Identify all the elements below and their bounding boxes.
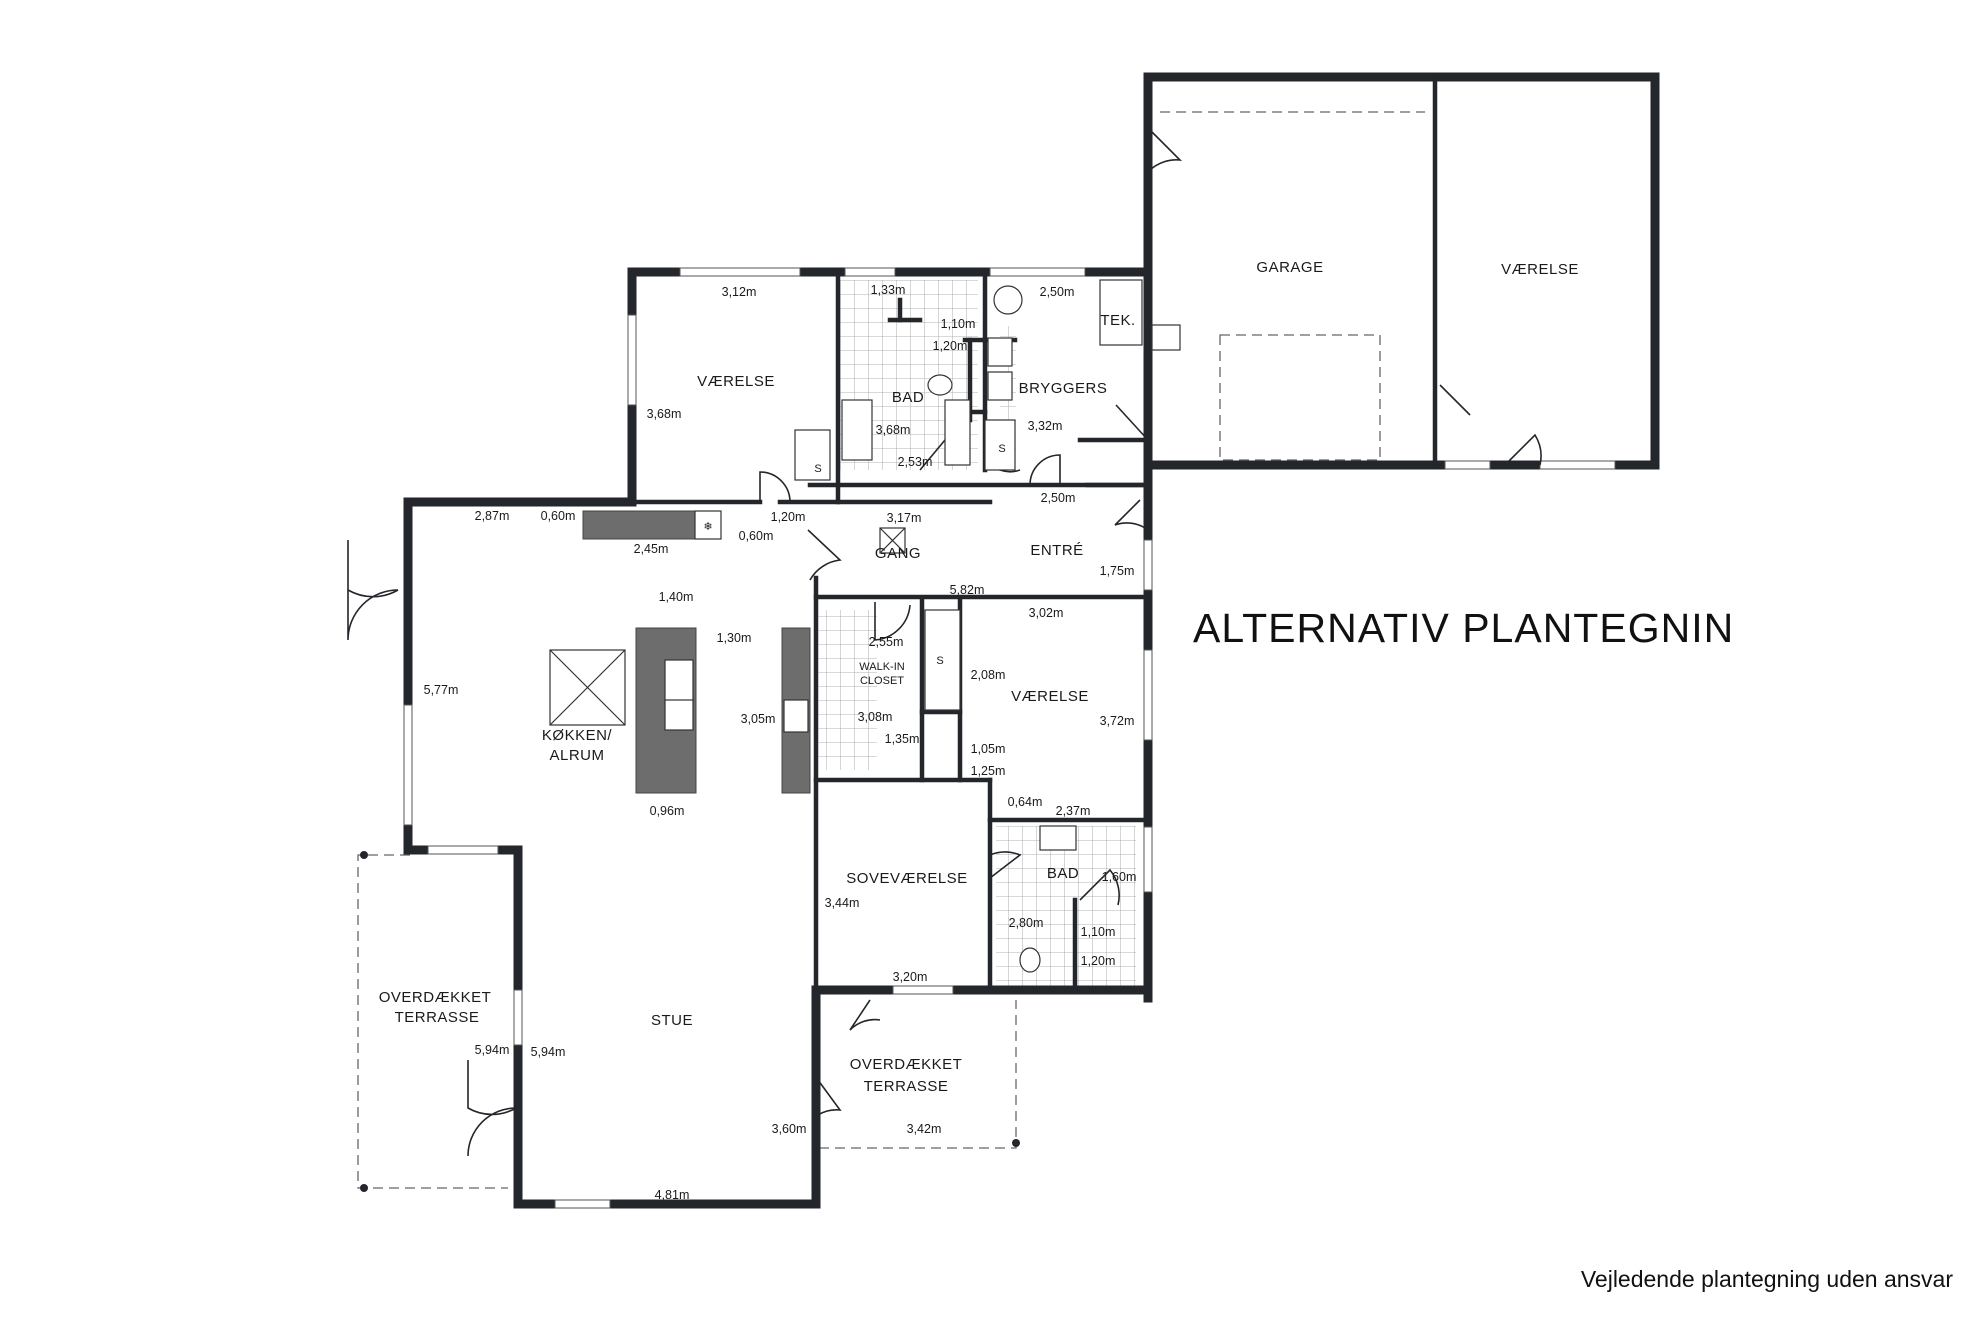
dim-label: 1,20m	[933, 339, 968, 353]
dim-label: 2,50m	[1041, 491, 1076, 505]
dim-label: 1,10m	[1081, 925, 1116, 939]
room-gang-label: GANG	[875, 545, 921, 562]
dim-label: 1,20m	[771, 510, 806, 524]
room-walkin-label-2: CLOSET	[860, 675, 904, 687]
kitchen-fittings: ❄	[549, 510, 906, 794]
room-walkin-label-1: WALK-IN	[859, 661, 904, 673]
storage-s-label-1: S	[814, 463, 821, 475]
disclaimer-text: Vejledende plantegning uden ansvar	[1580, 1266, 1953, 1292]
dim-label: 0,64m	[1008, 795, 1043, 809]
room-kokken-label-2: ALRUM	[549, 747, 604, 764]
dim-label: 1,40m	[659, 590, 694, 604]
room-stue-label: STUE	[651, 1012, 693, 1029]
dim-label: 1,60m	[1102, 870, 1137, 884]
dim-label: 1,33m	[871, 283, 906, 297]
dim-label: 2,53m	[898, 455, 933, 469]
dim-label: 2,08m	[971, 668, 1006, 682]
bathroom-fittings	[794, 279, 1181, 973]
dim-label: 2,45m	[634, 542, 669, 556]
dim-label: 3,72m	[1100, 714, 1135, 728]
doors	[347, 129, 1542, 1157]
room-sovevaerelse-label: SOVEVÆRELSE	[846, 870, 967, 887]
room-bad-north-label: BAD	[892, 389, 924, 406]
storage-s-label-2: S	[998, 443, 1005, 455]
dim-label: 3,60m	[772, 1122, 807, 1136]
room-terrasse-south-label-2: TERRASSE	[864, 1078, 949, 1095]
dimension-labels: 3,12m 3,68m 1,33m 1,10m 1,20m 3,68m 2,53…	[424, 283, 1137, 1202]
windows	[403, 267, 1616, 1209]
dim-label: 3,42m	[907, 1122, 942, 1136]
dim-label: 2,87m	[475, 509, 510, 523]
dim-label: 3,08m	[858, 710, 893, 724]
room-entre-label: ENTRÉ	[1030, 542, 1083, 559]
dim-label: 5,77m	[424, 683, 459, 697]
room-bryggers-label: BRYGGERS	[1019, 380, 1108, 397]
dim-label: 2,80m	[1009, 916, 1044, 930]
dim-label: 4,81m	[655, 1188, 690, 1202]
dim-label: 0,96m	[650, 804, 685, 818]
room-garage-label: GARAGE	[1256, 259, 1323, 276]
room-vaerelse-garage-label: VÆRELSE	[1501, 261, 1579, 278]
dim-label: 1,75m	[1100, 564, 1135, 578]
dim-label: 3,17m	[887, 511, 922, 525]
dim-label: 3,68m	[647, 407, 682, 421]
dim-label: 1,35m	[885, 732, 920, 746]
plan-title: ALTERNATIV PLANTEGNIN	[1193, 605, 1735, 651]
dim-label: 3,05m	[741, 712, 776, 726]
dim-label: 0,60m	[739, 529, 774, 543]
dim-label: 3,68m	[876, 423, 911, 437]
interior-walls	[629, 74, 1438, 1078]
dim-label: 3,02m	[1029, 606, 1064, 620]
room-kokken-label-1: KØKKEN/	[542, 727, 613, 744]
room-terrasse-west-label-1: OVERDÆKKET	[379, 989, 492, 1006]
dim-label: 3,12m	[722, 285, 757, 299]
room-vaerelse-east-label: VÆRELSE	[1011, 688, 1089, 705]
room-terrasse-west-label-2: TERRASSE	[395, 1009, 480, 1026]
dim-label: 5,94m	[531, 1045, 566, 1059]
dim-label: 3,20m	[893, 970, 928, 984]
dim-label: 3,44m	[825, 896, 860, 910]
storage-s-label-3: S	[936, 655, 943, 667]
dim-label: 1,20m	[1081, 954, 1116, 968]
dim-label: 1,30m	[717, 631, 752, 645]
dim-label: 3,32m	[1028, 419, 1063, 433]
room-bad-south-label: BAD	[1047, 865, 1079, 882]
dim-label: 1,05m	[971, 742, 1006, 756]
room-terrasse-south-label-1: OVERDÆKKET	[850, 1056, 963, 1073]
dim-label: 0,60m	[541, 509, 576, 523]
dim-label: 5,82m	[950, 583, 985, 597]
dim-label: 2,37m	[1056, 804, 1091, 818]
dim-label: 2,50m	[1040, 285, 1075, 299]
dim-label: 1,25m	[971, 764, 1006, 778]
terrace-posts	[360, 851, 1020, 1192]
room-labels: GARAGE VÆRELSE VÆRELSE BAD BRYGGERS TEK.…	[379, 259, 1579, 1095]
dim-label: 2,55m	[869, 635, 904, 649]
room-tek-label: TEK.	[1100, 312, 1135, 329]
dim-label: 1,10m	[941, 317, 976, 331]
room-vaerelse-nw-label: VÆRELSE	[697, 373, 775, 390]
dim-label: 5,94m	[475, 1043, 510, 1057]
svg-text:❄: ❄	[703, 521, 712, 533]
